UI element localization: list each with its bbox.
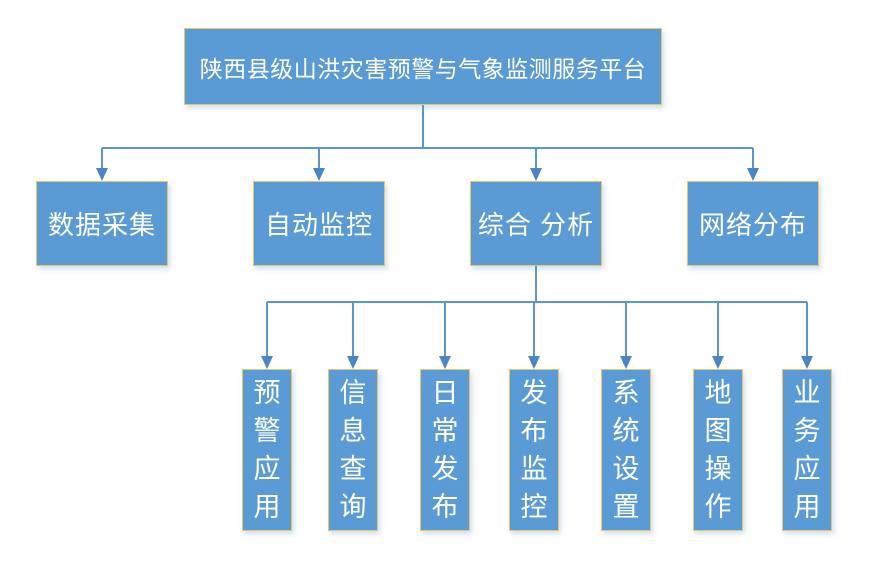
node-business-application: 业务应用 <box>782 369 832 531</box>
node-info-query-label: 信息查询 <box>339 378 367 522</box>
node-auto-monitoring: 自动监控 <box>253 181 385 266</box>
node-warning-application: 预警应用 <box>242 369 292 531</box>
node-business-application-label: 业务应用 <box>793 378 821 522</box>
node-map-operations-label: 地图操作 <box>704 378 732 522</box>
node-data-collection: 数据采集 <box>36 181 168 266</box>
node-publish-monitoring-label: 发布监控 <box>520 378 548 522</box>
node-platform-root: 陕西县级山洪灾害预警与气象监测服务平台 <box>184 28 662 105</box>
node-warning-application-label: 预警应用 <box>253 378 281 522</box>
node-publish-monitoring: 发布监控 <box>509 369 559 531</box>
node-auto-monitoring-label: 自动监控 <box>264 210 373 240</box>
node-data-collection-label: 数据采集 <box>47 210 156 240</box>
node-info-query: 信息查询 <box>328 369 378 531</box>
node-comprehensive-analysis-label: 综合 分析 <box>477 210 595 240</box>
node-system-settings-label: 系统设置 <box>612 378 640 522</box>
node-system-settings: 系统设置 <box>601 369 651 531</box>
node-daily-publish-label: 日常发布 <box>431 378 459 522</box>
node-network-distribution-label: 网络分布 <box>698 210 807 240</box>
node-map-operations: 地图操作 <box>693 369 743 531</box>
node-daily-publish: 日常发布 <box>420 369 470 531</box>
node-platform-root-label: 陕西县级山洪灾害预警与气象监测服务平台 <box>199 55 647 82</box>
node-comprehensive-analysis: 综合 分析 <box>470 181 602 266</box>
node-network-distribution: 网络分布 <box>687 181 819 266</box>
